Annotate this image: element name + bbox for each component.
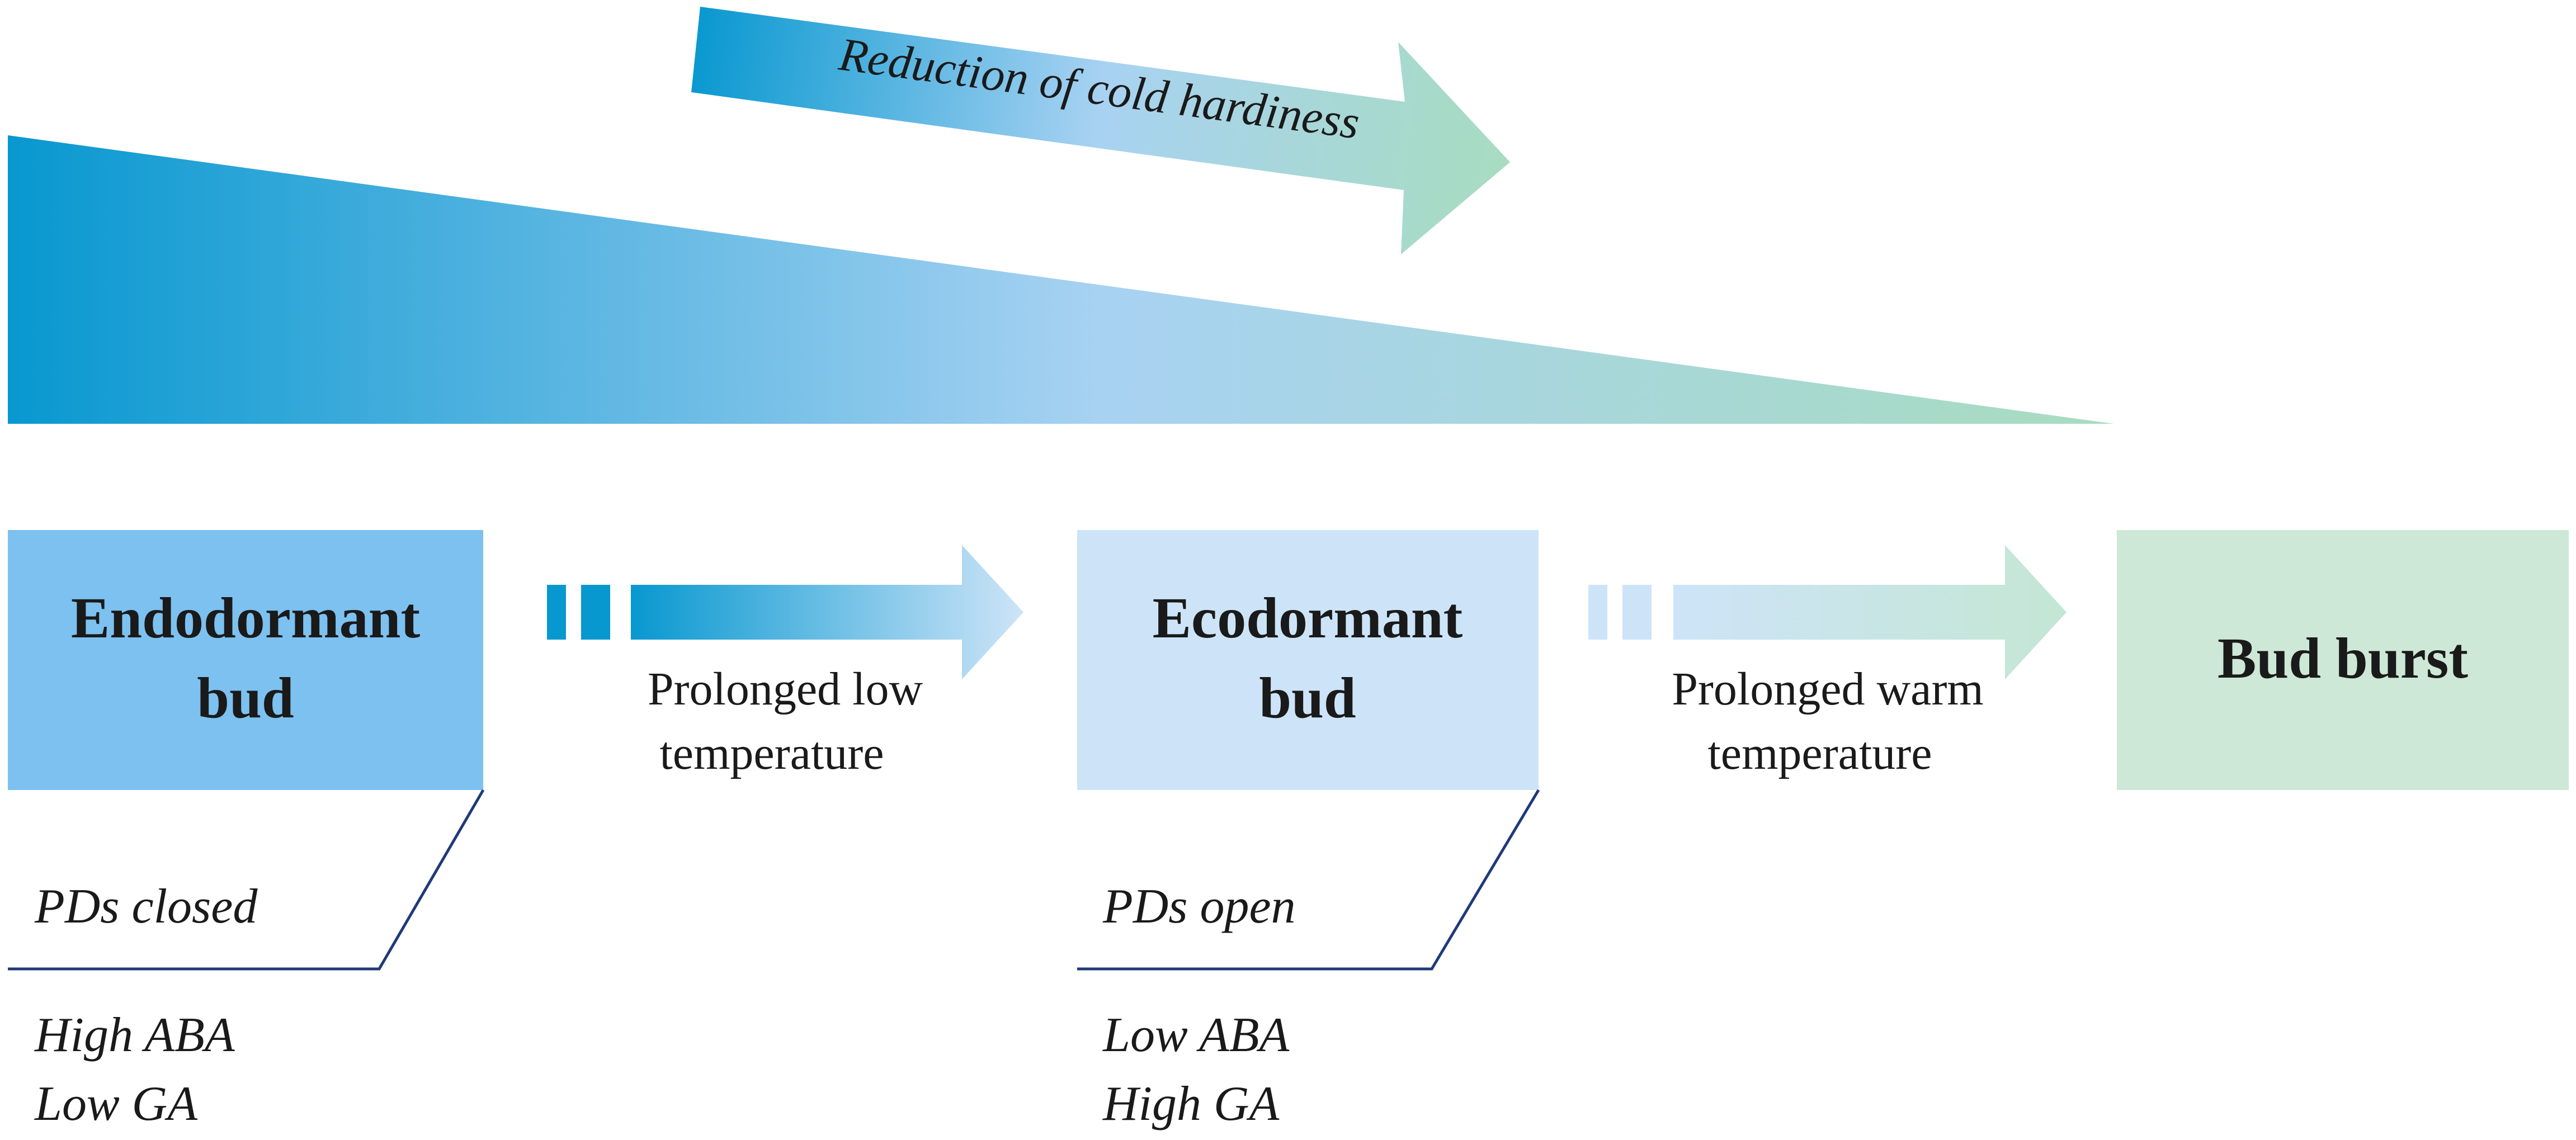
stage-endodormant-bud: Endodormant bud — [8, 530, 483, 790]
stage-endodormant-line-2: bud — [197, 666, 294, 730]
transition-2-line-2: temperature — [1707, 727, 1932, 779]
cold-hardiness-wedge — [8, 135, 2114, 424]
stage-bud-burst: Bud burst — [2117, 530, 2569, 790]
transition-arrow-warm-temperature: Prolonged warm temperature — [1588, 545, 2067, 779]
note-pd-state-2: PDs open — [1102, 879, 1296, 934]
transition-1-line-2: temperature — [659, 727, 884, 779]
notes-endodormant: PDs closed High ABA Low GA — [8, 789, 485, 1131]
transition-2-line-1: Prolonged warm — [1672, 663, 1984, 715]
note-hormone-1a: High ABA — [34, 1008, 235, 1062]
note-bracket-1 — [8, 789, 485, 971]
transition-arrow-low-temperature: Prolonged low temperature — [547, 545, 1023, 779]
stage-ecodormant-line-2: bud — [1259, 666, 1356, 730]
note-hormone-2a: Low ABA — [1102, 1008, 1290, 1062]
note-hormone-1b: Low GA — [34, 1077, 198, 1131]
stage-ecodormant-line-1: Ecodormant — [1153, 586, 1463, 650]
cold-hardiness-reduction-arrow: Reduction of cold hardiness — [691, 7, 1510, 254]
stage-bud-burst-label: Bud burst — [2218, 626, 2468, 690]
stage-endodormant-line-1: Endodormant — [71, 586, 421, 650]
notes-ecodormant: PDs open Low ABA High GA — [1077, 789, 1540, 1131]
note-bracket-2 — [1077, 789, 1540, 971]
note-hormone-2b: High GA — [1102, 1077, 1280, 1131]
stage-ecodormant-bud: Ecodormant bud — [1077, 530, 1539, 790]
transition-1-line-1: Prolonged low — [648, 663, 923, 715]
note-pd-state-1: PDs closed — [34, 879, 258, 934]
